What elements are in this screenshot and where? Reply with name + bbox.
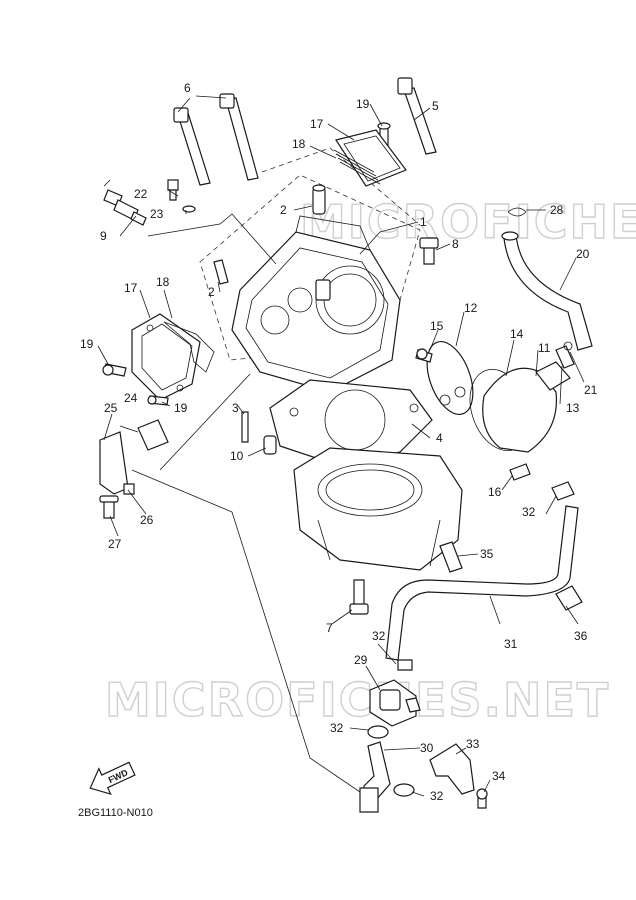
cover-17-top[interactable] [335,129,407,187]
bolt-16[interactable] [509,463,531,481]
callout-29[interactable]: 29 [354,653,368,667]
callout-7[interactable]: 7 [326,621,333,635]
bracket-24[interactable] [137,419,169,451]
dowel-pin-2b[interactable] [213,259,229,285]
callout-18-top[interactable]: 18 [292,137,306,151]
fitting-35[interactable] [439,541,463,573]
callout-32-bottom[interactable]: 32 [430,789,444,803]
callout-20[interactable]: 20 [576,247,590,261]
callout-17-top[interactable]: 17 [310,117,324,131]
callout-19-top[interactable]: 19 [356,97,370,111]
callout-15[interactable]: 15 [430,319,444,333]
stud-3[interactable] [241,411,249,443]
callout-6[interactable]: 6 [184,81,191,95]
callout-16[interactable]: 16 [488,485,502,499]
bolt-22[interactable] [167,179,179,201]
leader-plug [147,213,277,265]
callout-17-left[interactable]: 17 [124,281,138,295]
callout-1[interactable]: 1 [420,215,427,229]
callout-36[interactable]: 36 [574,629,588,643]
callout-35[interactable]: 35 [480,547,494,561]
washer-23[interactable] [182,205,196,213]
bolt-8[interactable] [419,237,439,265]
callout-5[interactable]: 5 [432,99,439,113]
callout-10[interactable]: 10 [230,449,244,463]
cylinder[interactable] [293,447,463,571]
bolt-15[interactable] [415,348,433,363]
callout-4[interactable]: 4 [436,431,443,445]
callout-33[interactable]: 33 [466,737,480,751]
callout-27[interactable]: 27 [108,537,122,551]
callout-12[interactable]: 12 [464,301,478,315]
callout-32-right[interactable]: 32 [522,505,536,519]
clip-21[interactable] [563,341,573,351]
bolt-26[interactable] [123,483,135,495]
callout-13[interactable]: 13 [566,401,580,415]
callout-32-mid[interactable]: 32 [372,629,386,643]
callout-9[interactable]: 9 [100,229,107,243]
callout-30[interactable]: 30 [420,741,434,755]
bolt-27[interactable] [99,495,119,519]
reed-plate-12[interactable] [418,335,482,420]
callout-8[interactable]: 8 [452,237,459,251]
bracket-33[interactable] [429,743,475,795]
callout-14[interactable]: 14 [510,327,524,341]
hose-20[interactable] [501,231,593,351]
cover-17-left[interactable] [131,313,201,401]
diagram-code: 2BG1110-N010 [78,807,153,819]
valve-29[interactable] [369,679,421,727]
housing-11[interactable] [482,361,571,453]
callout-25[interactable]: 25 [104,401,118,415]
cover-25[interactable] [99,431,129,495]
bolt-34[interactable] [476,788,488,809]
fitting-13[interactable] [555,345,575,369]
clip-32d[interactable] [393,783,415,797]
watermark-bottom: MICROFICHES.NET [105,673,610,727]
callout-31[interactable]: 31 [504,637,518,651]
callout-3[interactable]: 3 [232,401,239,415]
callout-18-left[interactable]: 18 [156,275,170,289]
fwd-arrow-icon: FWD [89,761,136,796]
callout-34[interactable]: 34 [492,769,506,783]
hose-30[interactable] [359,741,391,813]
cylinder-head[interactable] [231,215,401,393]
callout-19-left[interactable]: 19 [80,337,94,351]
leader-cover-left [159,373,251,471]
hose-31[interactable] [385,505,579,661]
gasket-18-top[interactable] [333,149,381,185]
callout-28[interactable]: 28 [550,203,564,217]
callout-2-top[interactable]: 2 [280,203,287,217]
spark-plug[interactable] [103,179,147,226]
leader-breather [131,469,361,793]
callout-21[interactable]: 21 [584,383,598,397]
callout-26[interactable]: 26 [140,513,154,527]
callout-leaders [97,95,585,797]
clamp-36[interactable] [555,585,583,611]
callout-2-left[interactable]: 2 [208,285,215,299]
dowel-pin-2a[interactable] [312,184,326,215]
callout-19-mid[interactable]: 19 [174,401,188,415]
callout-32-low[interactable]: 32 [330,721,344,735]
stud-bolts-6[interactable] [173,93,259,186]
callout-22[interactable]: 22 [134,187,148,201]
callout-24[interactable]: 24 [124,391,138,405]
bolt-10[interactable] [263,435,277,455]
watermark-top: MICROFICHES.NET [300,195,636,249]
callout-23[interactable]: 23 [150,207,164,221]
gasket-18-left[interactable] [163,321,215,373]
clip-32b[interactable] [397,659,413,671]
bolt-5[interactable] [397,77,437,155]
bolt-7[interactable] [349,579,369,615]
clip-32c[interactable] [367,725,389,739]
clip-28[interactable] [507,207,527,217]
callout-11[interactable]: 11 [538,341,551,355]
bolt-19-left[interactable] [102,363,127,377]
assembly-outline-inner [261,147,421,226]
